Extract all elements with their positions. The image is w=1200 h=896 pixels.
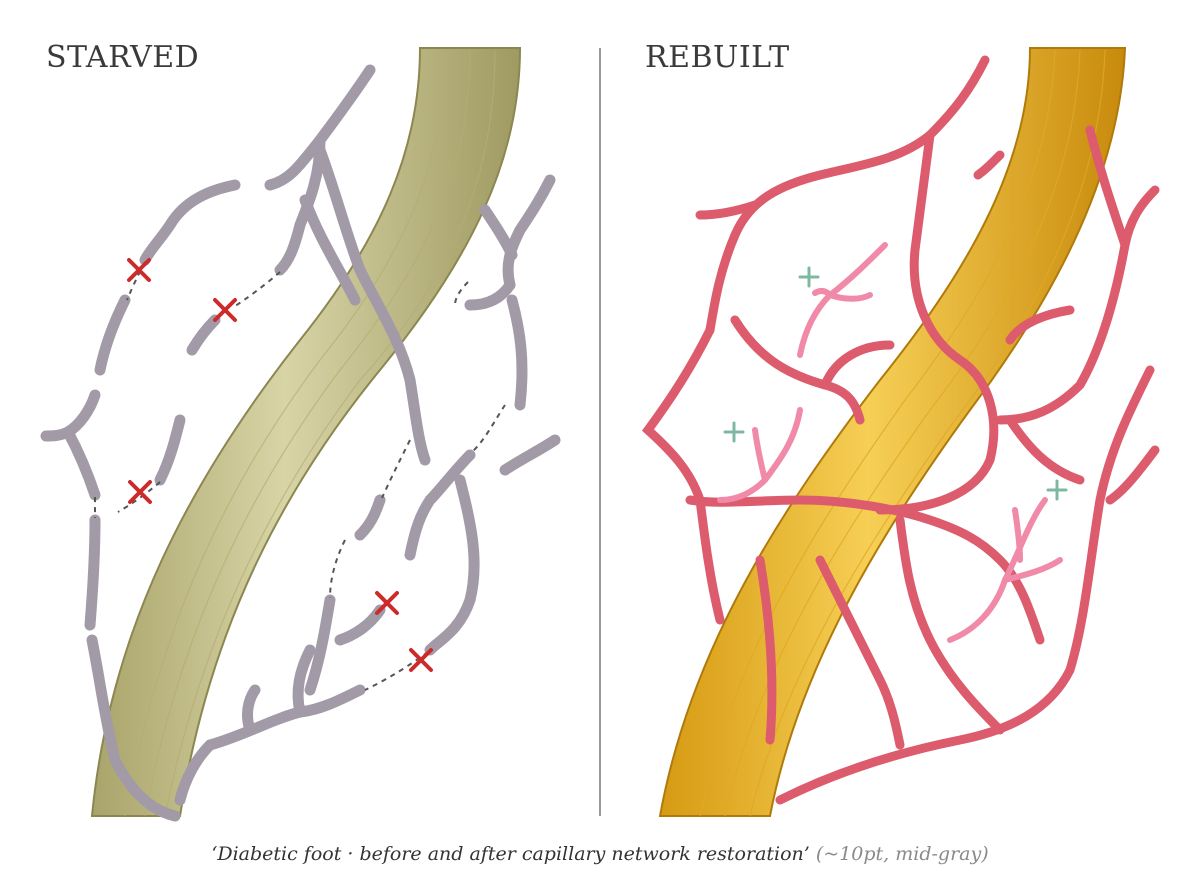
rebuilt-vessel (1085, 125, 1130, 250)
starved-vessel (299, 194, 361, 306)
rebuilt-vessel (895, 515, 1005, 735)
starved-vessel (154, 414, 186, 486)
starved-vessel (186, 314, 221, 356)
gap-dashed (454, 281, 469, 306)
rebuilt-vessel (1005, 305, 1075, 345)
gap-dashed (231, 271, 281, 309)
starved-vessel (139, 179, 241, 266)
blocked-x-icon (375, 591, 399, 615)
new-sprout (1002, 557, 1063, 583)
starved-vessel (242, 684, 261, 736)
blocked-x-icon (409, 648, 433, 672)
starved-vessel (84, 514, 101, 631)
rebuilt-vessel (755, 555, 777, 745)
left-panel (40, 47, 561, 822)
blocked-x-icon (127, 258, 151, 282)
right-nerve (658, 47, 1127, 817)
starved-vessel (174, 739, 216, 806)
new-sprout (1012, 507, 1023, 563)
gap-dashed (329, 539, 346, 599)
new-sprout (812, 287, 833, 298)
starved-vessel (479, 204, 518, 261)
right-panel (641, 47, 1160, 817)
left-panel-title: STARVED (46, 40, 200, 75)
starved-vessel (354, 494, 386, 541)
starved-vessel (464, 279, 516, 311)
blocked-markers (127, 258, 433, 672)
new-sprout (827, 292, 873, 302)
growth-plus-icon (798, 266, 820, 288)
growth-plus-icon (723, 421, 745, 443)
starved-vessel (424, 474, 480, 656)
growth-markers (723, 266, 1068, 501)
rebuilt-capillaries (641, 55, 1160, 805)
blocked-x-icon (213, 298, 237, 322)
caption-note: (~10pt, mid-gray) (815, 843, 989, 865)
rebuilt-vessel (1005, 415, 1085, 485)
growth-plus-icon (1046, 479, 1068, 501)
starved-vessel (86, 634, 181, 822)
starved-vessel (62, 426, 101, 501)
rebuilt-vessel (705, 55, 990, 335)
rebuilt-vessel (995, 185, 1160, 425)
rebuilt-vessel (973, 150, 1005, 180)
rebuilt-vessel (695, 200, 760, 220)
starved-vessel (499, 434, 561, 476)
caption-text: ‘Diabetic foot · before and after capill… (211, 843, 810, 865)
gap-dashed (381, 439, 411, 499)
right-panel-title: REBUILT (645, 40, 790, 75)
gap-dashed (117, 481, 161, 513)
rebuilt-vessel (820, 340, 895, 390)
rebuilt-vessel (815, 555, 905, 750)
blocked-x-icon (128, 480, 152, 504)
figure-caption: ‘Diabetic foot · before and after capill… (0, 843, 1200, 865)
left-nerve-fibers (124, 49, 496, 817)
starved-vessel (94, 294, 131, 376)
rebuilt-vessel (641, 325, 725, 625)
new-sprout (752, 427, 768, 483)
starved-vessel (292, 644, 316, 718)
starved-vessel (274, 134, 326, 276)
rebuilt-vessel (730, 315, 865, 425)
starved-vessel (502, 174, 556, 291)
rebuilt-vessel (775, 365, 1155, 805)
starved-vessel (314, 144, 431, 466)
new-sprouts (717, 242, 1063, 643)
starved-capillaries (40, 64, 561, 822)
starved-vessel (404, 449, 476, 561)
gap-dashed (471, 404, 506, 453)
starved-vessel (304, 594, 336, 696)
rebuilt-vessel (1105, 445, 1160, 505)
rebuilt-vessel (875, 130, 999, 515)
gap-dashed (364, 651, 429, 691)
starved-vessel (506, 294, 528, 411)
